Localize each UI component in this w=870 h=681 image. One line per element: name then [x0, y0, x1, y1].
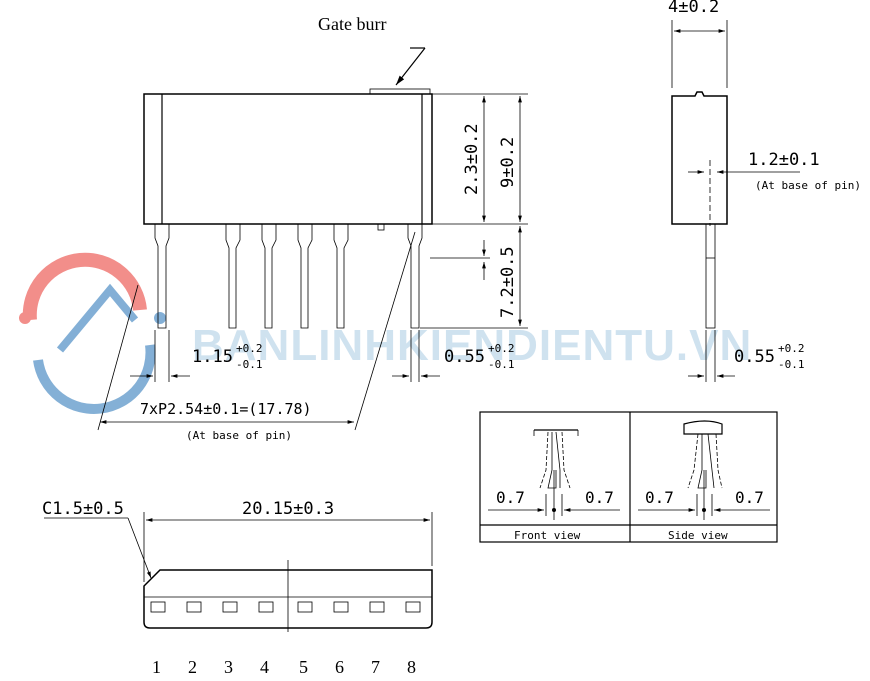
- pin-number-5: 5: [299, 657, 308, 677]
- gate-burr-label: Gate burr: [318, 14, 386, 34]
- dim-0-55-front: 0.55: [444, 347, 485, 367]
- pin-1: [154, 224, 170, 329]
- tol-0-55-front-plus: +0.2: [488, 342, 515, 355]
- inset-front-view-label: Front view: [514, 529, 581, 542]
- inset-frame: [479, 411, 778, 543]
- inset-side-view: 0.7 0.7 Side view: [638, 420, 770, 542]
- pin-3: [261, 224, 277, 329]
- pin-pad-3: [222, 601, 238, 613]
- watermark-logo-icon: [19, 252, 166, 414]
- tol-0-55-side-plus: +0.2: [778, 342, 805, 355]
- pin-number-8: 8: [407, 657, 416, 677]
- pin-number-2: 2: [188, 657, 197, 677]
- tol-0-55-front-minus: -0.1: [488, 358, 515, 371]
- bottom-view-drawing: 20.15±0.3 C1.5±0.5 1 2 3 4 5 6 7 8: [42, 499, 433, 677]
- inset-side-left-dim: 0.7: [645, 488, 674, 507]
- chamfer-label: C1.5±0.5: [42, 499, 124, 519]
- front-view-drawing: Gate burr: [97, 14, 528, 442]
- dim-1-2: 1.2±0.1: [748, 150, 820, 170]
- front-pins: [154, 224, 423, 329]
- watermark-text: BANLINHKIENDIENTU.VN: [192, 321, 752, 370]
- dim-9: 9±0.2: [498, 137, 518, 188]
- inset-front-left-dim: 0.7: [496, 488, 525, 507]
- dim-2-3: 2.3±0.2: [462, 123, 482, 195]
- pin-number-3: 3: [224, 657, 233, 677]
- relay-body-side: [671, 91, 728, 225]
- pin-pad-8: [405, 601, 421, 613]
- pin-number-4: 4: [260, 657, 269, 677]
- pin-number-row: 1 2 3 4 5 6 7 8: [152, 657, 416, 677]
- pin-pad-1: [150, 601, 166, 613]
- pin-5: [333, 224, 349, 329]
- inset-side-right-dim: 0.7: [735, 488, 764, 507]
- pin-pad-7: [369, 601, 385, 613]
- bottom-pin-pads: [150, 601, 421, 613]
- pitch-dim: 7xP2.54±0.1=(17.78): [140, 400, 312, 418]
- inset-front-right-dim: 0.7: [585, 488, 614, 507]
- tol-0-55-side-minus: -0.1: [778, 358, 805, 371]
- dim-7-2: 7.2±0.5: [498, 246, 518, 318]
- watermark: BANLINHKIENDIENTU.VN: [19, 252, 752, 414]
- gate-burr: [369, 88, 431, 95]
- pin-4: [297, 224, 313, 329]
- tol-1-15-minus: -0.1: [236, 358, 263, 371]
- pin-8: [407, 224, 423, 329]
- pin-number-1: 1: [152, 657, 161, 677]
- pin-pad-6: [333, 601, 349, 613]
- pin-pad-2: [186, 601, 202, 613]
- dim-4: 4±0.2: [668, 0, 719, 17]
- inset-front-view: 0.7 0.7 Front view: [488, 429, 620, 542]
- dim-1-15: 1.15: [192, 347, 233, 367]
- pin-number-7: 7: [371, 657, 380, 677]
- relay-body-front: [143, 93, 433, 225]
- dim-20-15: 20.15±0.3: [242, 499, 334, 519]
- pin-pad-4: [258, 601, 274, 613]
- side-pin: [705, 223, 716, 329]
- dim-0-55-side: 0.55: [734, 347, 775, 367]
- pitch-at-base-of-pin: (At base of pin): [186, 429, 292, 442]
- pin-pad-5: [297, 601, 313, 613]
- inset-side-view-label: Side view: [668, 529, 728, 542]
- side-at-base-of-pin: (At base of pin): [755, 179, 861, 192]
- tol-1-15-plus: +0.2: [236, 342, 263, 355]
- pin-number-6: 6: [335, 657, 344, 677]
- side-view-drawing: 4±0.2 1.2±0.1 (At base of pin) 0.55 +0.2…: [668, 0, 861, 382]
- pin-2: [225, 224, 241, 329]
- pin-detail-insets: 0.7 0.7 Front view 0.7 0.7 Side view: [479, 411, 778, 543]
